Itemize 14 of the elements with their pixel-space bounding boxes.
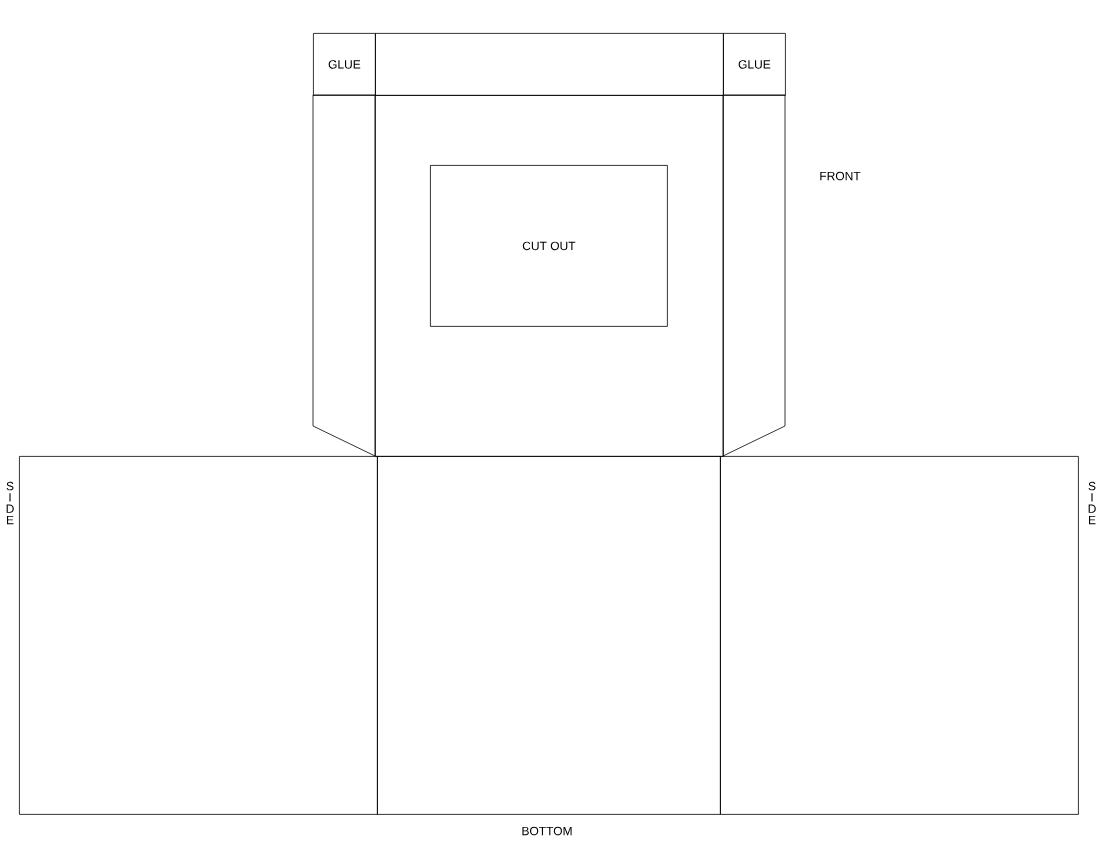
panel-label: BOTTOM (522, 826, 572, 836)
cut-out-window: CUT OUT (430, 165, 668, 327)
panel (720, 456, 1079, 815)
side-label: SIDE (1088, 481, 1096, 525)
panel-label: FRONT (820, 171, 861, 181)
panel (19, 456, 378, 815)
side-flap (722, 94, 786, 457)
side-label: SIDE (6, 481, 14, 525)
panel (375, 33, 724, 96)
panel (377, 456, 721, 815)
side-flap (312, 94, 376, 457)
glue-tab: GLUE (313, 33, 376, 96)
panel (375, 95, 724, 457)
glue-tab: GLUE (723, 33, 786, 96)
